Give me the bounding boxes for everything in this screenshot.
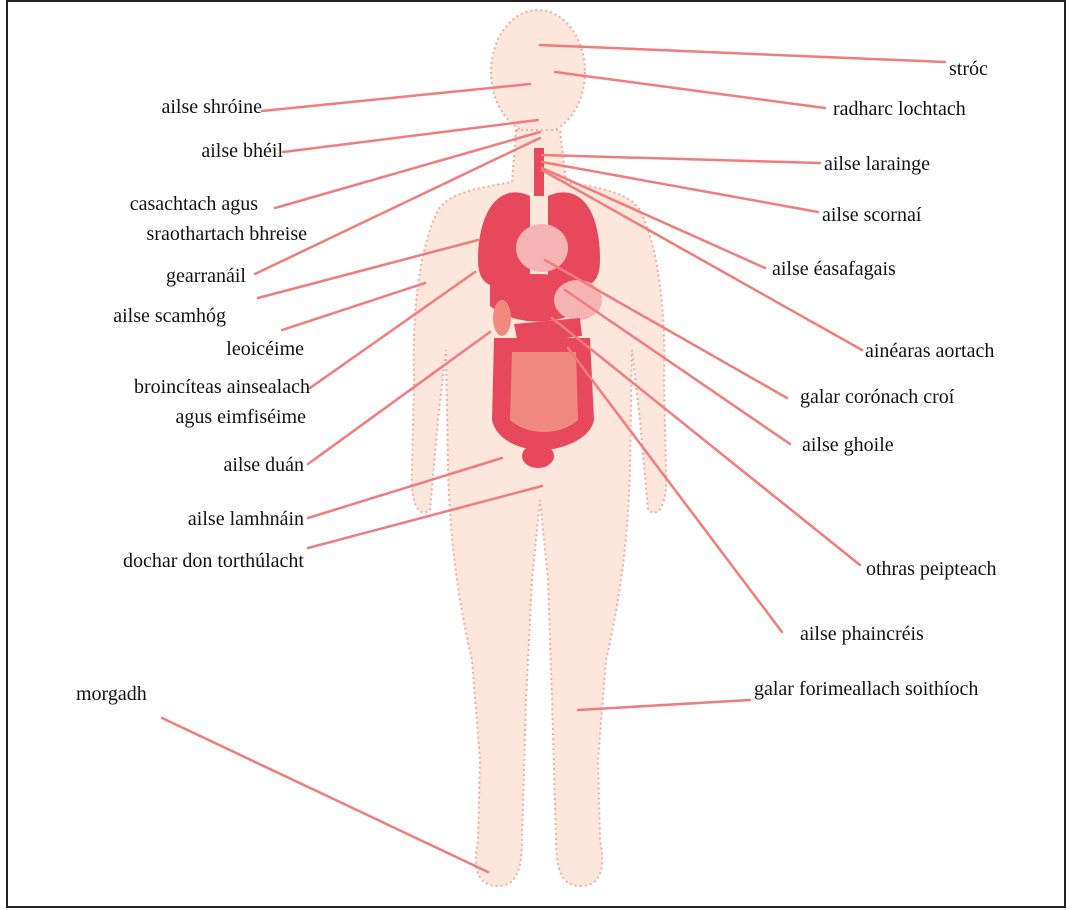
label-othras-peipteach: othras peipteach <box>866 558 997 580</box>
label-broinciteas-line1: broincíteas ainsealach <box>134 376 310 398</box>
label-ailse-phaincreis: ailse phaincréis <box>800 623 924 645</box>
line-bheil <box>283 120 538 152</box>
label-casachtach-line2: sraothartach bhreise <box>147 223 307 245</box>
label-dochar-don-torthulacht: dochar don torthúlacht <box>123 550 304 572</box>
small-intestine <box>510 352 578 432</box>
label-ailse-shroine: ailse shróine <box>161 96 262 118</box>
line-shroine <box>262 84 530 111</box>
bladder <box>522 444 554 468</box>
line-morgadh <box>162 718 488 872</box>
label-ailse-larainge: ailse larainge <box>824 153 930 175</box>
label-broinciteas-line2: agus eimfiséime <box>175 406 306 428</box>
line-stroc <box>540 45 945 62</box>
label-ailse-bheil: ailse bhéil <box>201 140 283 162</box>
label-leoiceime: leoicéime <box>226 338 304 360</box>
line-soithioch <box>578 700 750 710</box>
label-aineraras-aortach: ainéaras aortach <box>865 340 994 362</box>
label-ailse-duan: ailse duán <box>223 454 304 476</box>
head <box>491 10 585 134</box>
label-galar-coronach-croi: galar corónach croí <box>800 386 954 408</box>
label-ailse-lamhnain: ailse lamhnáin <box>188 508 304 530</box>
label-ailse-easafagais: ailse éasafagais <box>772 258 896 280</box>
kidney <box>493 300 511 336</box>
label-ailse-ghoile: ailse ghoile <box>802 434 894 456</box>
label-galar-forimeallach-soithioch: galar forimeallach soithíoch <box>754 678 978 700</box>
label-gearranail: gearranáil <box>166 265 246 287</box>
line-laraing <box>542 155 820 163</box>
line-radharc <box>555 72 825 108</box>
label-casachtach-line1: casachtach agus <box>130 193 258 215</box>
heart <box>516 224 568 272</box>
label-ailse-scamhog: ailse scamhóg <box>113 305 226 327</box>
label-ailse-scornai: ailse scornaí <box>822 204 921 226</box>
label-morgadh: morgadh <box>76 683 147 705</box>
label-radharc-lochtach: radharc lochtach <box>833 98 966 120</box>
label-stroc: stróc <box>949 58 988 80</box>
